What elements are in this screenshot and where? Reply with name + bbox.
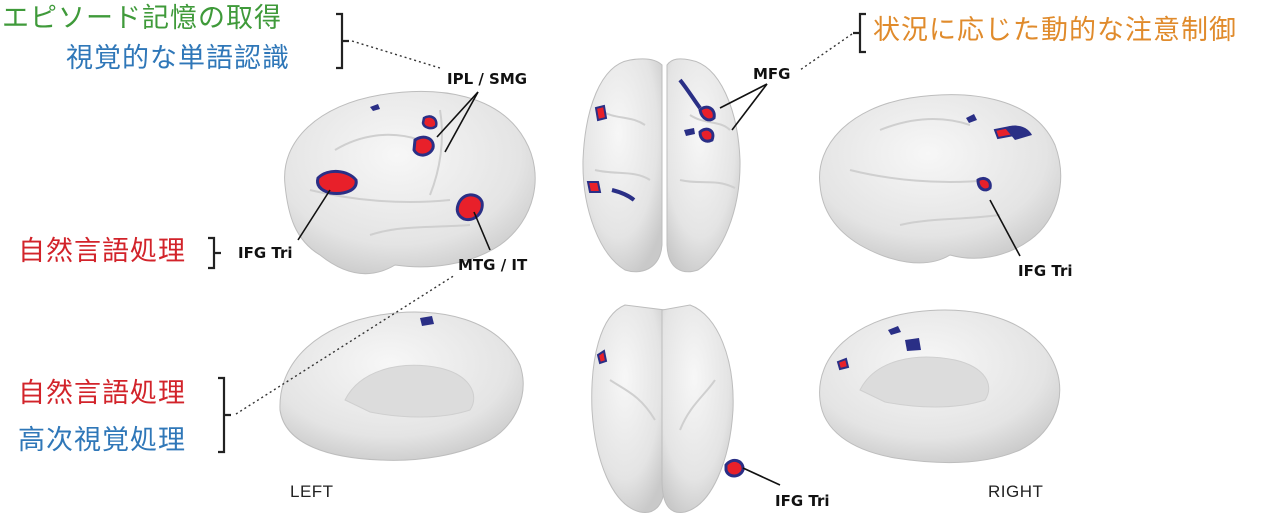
label-mfg: MFG <box>753 65 791 83</box>
activation-ifg-right <box>978 178 990 190</box>
dotted-line-mfg <box>800 34 852 70</box>
label-ifg-tri-right: IFG Tri <box>1018 262 1073 280</box>
bracket-top-right <box>853 14 866 52</box>
brain-left-medial <box>280 312 523 460</box>
activation-medial-right-red <box>838 359 848 369</box>
view-label-left: LEFT <box>290 482 334 502</box>
activation-ipl-left-1 <box>414 137 433 155</box>
brain-left-lateral <box>285 91 536 273</box>
view-label-right: RIGHT <box>988 482 1043 502</box>
annotation-visual-word: 視覚的な単語認識 <box>66 43 290 75</box>
activation-dorsal-left-2 <box>588 182 600 192</box>
activation-mfg-1 <box>700 107 714 120</box>
label-mtg-it: MTG / IT <box>458 256 527 274</box>
annotation-natural-language-1: 自然言語処理 <box>18 236 186 268</box>
annotation-episodic-memory: エピソード記憶の取得 <box>2 3 282 35</box>
annotation-visual-processing: 高次視覚処理 <box>18 425 186 457</box>
brain-right-lateral <box>820 95 1061 263</box>
bracket-top-left <box>336 14 349 68</box>
dotted-line-ipl <box>352 41 440 68</box>
activation-ifg-ventral <box>726 460 743 476</box>
bracket-bottom-left <box>218 378 231 452</box>
activation-dorsal-left-1 <box>596 106 606 120</box>
brain-ventral <box>592 305 743 513</box>
label-ipl-smg: IPL / SMG <box>447 70 527 88</box>
activation-ifg-left <box>318 171 357 193</box>
activation-medial-right-blue-2 <box>905 338 921 351</box>
annotation-natural-language-2: 自然言語処理 <box>18 378 186 410</box>
activation-mtg-left <box>457 195 482 220</box>
annotation-attention-control: 状況に応じた動的な注意制御 <box>873 15 1237 47</box>
activation-ipl-left-2 <box>423 116 436 128</box>
activation-mfg-2 <box>700 129 713 141</box>
bracket-middle-left <box>208 238 221 268</box>
brain-right-medial <box>820 310 1060 462</box>
label-ifg-tri-left: IFG Tri <box>238 244 293 262</box>
label-ifg-tri-ventral: IFG Tri <box>775 492 830 510</box>
brain-dorsal <box>583 59 740 272</box>
